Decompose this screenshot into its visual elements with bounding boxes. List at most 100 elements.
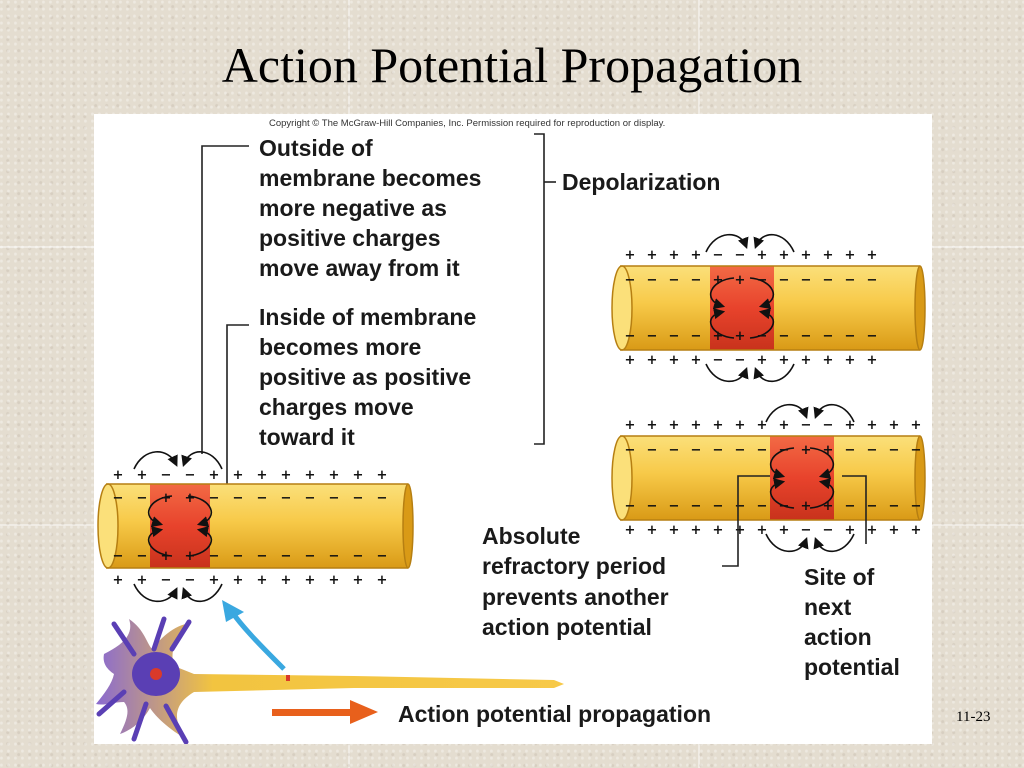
plus-charge: + xyxy=(779,418,790,433)
minus-charge: − xyxy=(911,443,922,458)
minus-charge: − xyxy=(669,443,680,458)
plus-charge: + xyxy=(801,248,812,263)
plus-charge: + xyxy=(281,468,292,483)
plus-charge: + xyxy=(713,523,724,538)
plus-charge: + xyxy=(757,248,768,263)
minus-charge: − xyxy=(257,491,268,506)
plus-charge: + xyxy=(911,418,922,433)
plus-charge: + xyxy=(377,573,388,588)
plus-charge: + xyxy=(867,418,878,433)
plus-charge: + xyxy=(845,418,856,433)
minus-charge: − xyxy=(911,499,922,514)
refractory-label-line-4: action potential xyxy=(482,614,652,640)
plus-charge: + xyxy=(845,353,856,368)
refractory-label-line-3: prevents another xyxy=(482,584,669,610)
minus-charge: − xyxy=(845,443,856,458)
svg-text:membrane becomes: membrane becomes xyxy=(259,165,481,191)
copyright-notice: Copyright © The McGraw-Hill Companies, I… xyxy=(269,118,665,129)
right-top-axon-charges: ++++−−++++++−−−−++−−−−−−−−−−++−−−−−−++++… xyxy=(625,248,878,368)
plus-charge: + xyxy=(713,418,724,433)
minus-charge: − xyxy=(867,443,878,458)
plus-charge: + xyxy=(647,248,658,263)
svg-text:charges move: charges move xyxy=(259,394,414,420)
outside-membrane-label: Outside of membrane becomes more negativ… xyxy=(259,135,481,281)
minus-charge: − xyxy=(823,273,834,288)
minus-charge: − xyxy=(625,273,636,288)
plus-charge: + xyxy=(801,443,812,458)
plus-charge: + xyxy=(713,329,724,344)
minus-charge: − xyxy=(713,353,724,368)
minus-charge: − xyxy=(377,549,388,564)
plus-charge: + xyxy=(377,468,388,483)
plus-charge: + xyxy=(911,523,922,538)
minus-charge: − xyxy=(257,549,268,564)
minus-charge: − xyxy=(233,549,244,564)
minus-charge: − xyxy=(867,273,878,288)
minus-charge: − xyxy=(691,273,702,288)
plus-charge: + xyxy=(353,468,364,483)
minus-charge: − xyxy=(735,499,746,514)
depolarization-label: Depolarization xyxy=(562,169,720,195)
plus-charge: + xyxy=(757,523,768,538)
plus-charge: + xyxy=(625,248,636,263)
svg-text:Outside of: Outside of xyxy=(259,135,373,161)
minus-charge: − xyxy=(625,329,636,344)
minus-charge: − xyxy=(801,418,812,433)
minus-charge: − xyxy=(691,443,702,458)
plus-charge: + xyxy=(257,573,268,588)
minus-charge: − xyxy=(185,468,196,483)
minus-charge: − xyxy=(161,573,172,588)
plus-charge: + xyxy=(779,353,790,368)
minus-charge: − xyxy=(625,443,636,458)
propagation-arrow xyxy=(272,700,378,724)
plus-charge: + xyxy=(669,418,680,433)
minus-charge: − xyxy=(801,329,812,344)
plus-charge: + xyxy=(867,248,878,263)
minus-charge: − xyxy=(757,329,768,344)
plus-charge: + xyxy=(329,573,340,588)
minus-charge: − xyxy=(161,468,172,483)
plus-charge: + xyxy=(625,353,636,368)
figure-panel: Copyright © The McGraw-Hill Companies, I… xyxy=(94,114,932,744)
plus-charge: + xyxy=(889,418,900,433)
plus-charge: + xyxy=(113,573,124,588)
plus-charge: + xyxy=(823,353,834,368)
minus-charge: − xyxy=(669,499,680,514)
plus-charge: + xyxy=(691,248,702,263)
minus-charge: − xyxy=(647,499,658,514)
minus-charge: − xyxy=(845,499,856,514)
svg-text:positive as positive: positive as positive xyxy=(259,364,471,390)
minus-charge: − xyxy=(823,418,834,433)
next-site-label-line-1: Site of xyxy=(804,564,875,590)
action-potential-diagram: Copyright © The McGraw-Hill Companies, I… xyxy=(96,118,926,744)
plus-charge: + xyxy=(137,573,148,588)
label-leader-lines xyxy=(201,133,556,496)
plus-charge: + xyxy=(647,353,658,368)
minus-charge: − xyxy=(113,491,124,506)
right-top-axon-segment xyxy=(611,265,926,351)
refractory-label-line-1: Absolute xyxy=(482,523,580,549)
minus-charge: − xyxy=(713,248,724,263)
plus-charge: + xyxy=(757,418,768,433)
refractory-label-line-2: refractory period xyxy=(482,553,666,579)
inside-membrane-label: Inside of membrane becomes more positive… xyxy=(259,304,476,450)
plus-charge: + xyxy=(669,523,680,538)
minus-charge: − xyxy=(757,443,768,458)
minus-charge: − xyxy=(889,499,900,514)
minus-charge: − xyxy=(353,491,364,506)
plus-charge: + xyxy=(889,523,900,538)
plus-charge: + xyxy=(305,573,316,588)
minus-charge: − xyxy=(669,329,680,344)
plus-charge: + xyxy=(669,353,680,368)
plus-charge: + xyxy=(669,248,680,263)
minus-charge: − xyxy=(889,443,900,458)
plus-charge: + xyxy=(647,523,658,538)
minus-charge: − xyxy=(305,549,316,564)
minus-charge: − xyxy=(823,523,834,538)
right-leader-lines xyxy=(722,475,867,567)
minus-charge: − xyxy=(625,499,636,514)
plus-charge: + xyxy=(137,468,148,483)
plus-charge: + xyxy=(735,273,746,288)
minus-charge: − xyxy=(735,353,746,368)
minus-charge: − xyxy=(233,491,244,506)
